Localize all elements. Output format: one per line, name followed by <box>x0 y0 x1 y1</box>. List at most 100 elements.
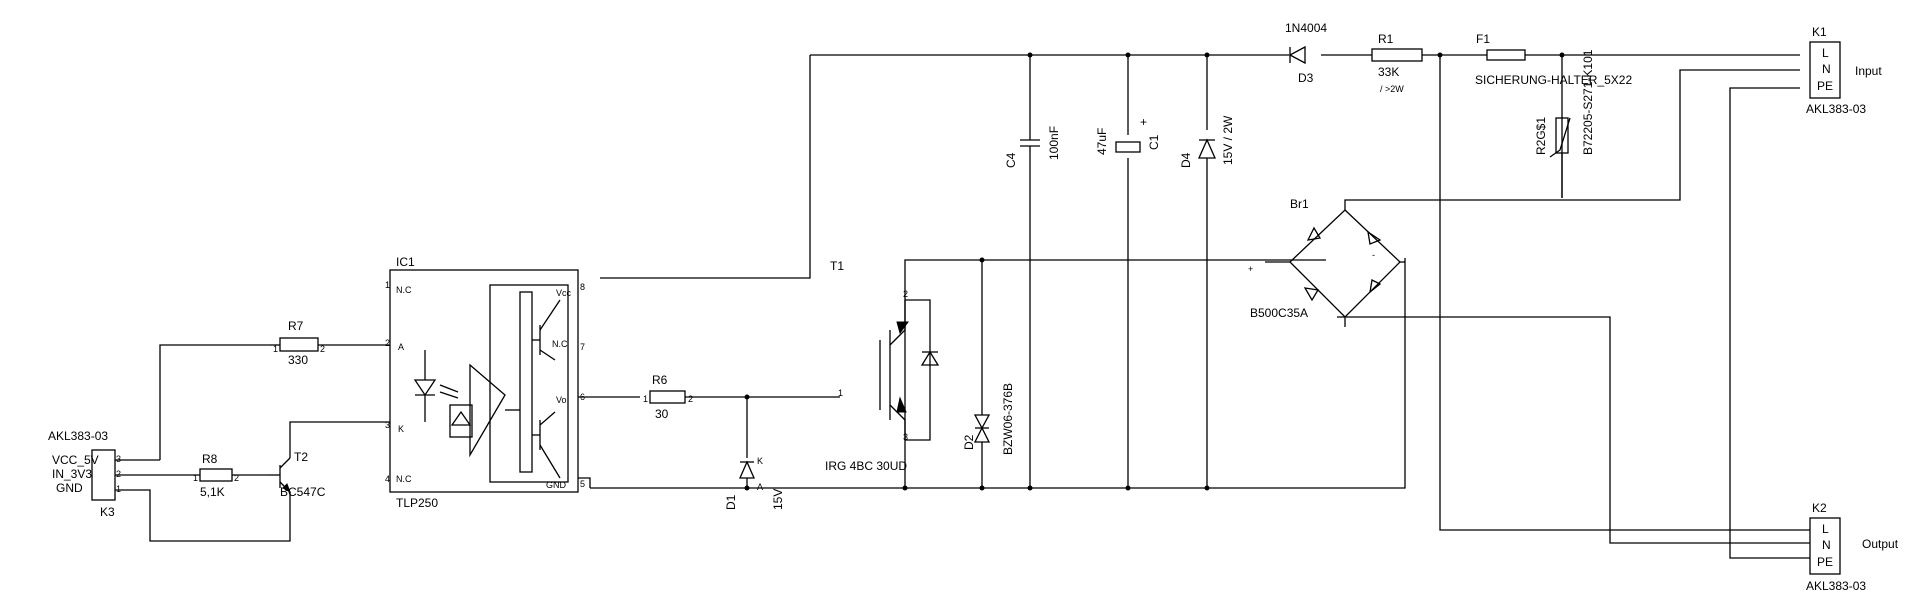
bridge-br1: Br1 B500C35A + - <box>1248 197 1405 320</box>
svg-text:3: 3 <box>385 420 390 430</box>
k3-pin-gnd: GND <box>56 481 83 495</box>
k2-ref: K2 <box>1812 501 1827 515</box>
resistor-r7: R7 330 1 2 <box>270 319 325 367</box>
t1-ref: T1 <box>830 259 844 273</box>
fuse-f1: F1 SICHERUNG-HALTER_5X22 <box>1475 32 1632 87</box>
k1-pin-n: N <box>1822 62 1831 76</box>
d1-ref: D1 <box>724 494 738 510</box>
r6-ref: R6 <box>652 373 668 387</box>
svg-text:7: 7 <box>580 342 585 352</box>
svg-text:4: 4 <box>385 474 390 484</box>
ic1-pin7: N.C <box>552 339 568 349</box>
diode-d3: 1N4004 D3 <box>1285 21 1327 85</box>
connector-k1: K1 L N PE Input AKL383-03 <box>1806 25 1882 116</box>
k2-pin-pe: PE <box>1817 555 1833 569</box>
svg-text:2: 2 <box>688 394 693 404</box>
svg-text:1: 1 <box>273 344 278 354</box>
r2-value: B72205-S271-K101 <box>1581 49 1595 155</box>
tvs-d2: D2 BZW06-376B <box>962 383 1015 488</box>
k1-ref: K1 <box>1812 25 1827 39</box>
k3-value: AKL383-03 <box>48 429 108 443</box>
ic1-pin4: N.C <box>396 474 412 484</box>
d3-value: 1N4004 <box>1285 21 1327 35</box>
zener-d4: D4 15V / 2W <box>1179 115 1235 168</box>
r8-value: 5,1K <box>200 485 225 499</box>
junctions <box>744 52 1565 491</box>
c4-value: 100nF <box>1047 126 1061 160</box>
t2-value: BC547C <box>280 485 326 499</box>
transistor-t2: T2 BC547C <box>268 450 326 499</box>
svg-text:2: 2 <box>903 289 908 299</box>
r1-ref: R1 <box>1378 32 1394 46</box>
r6-value: 30 <box>655 407 669 421</box>
svg-text:2: 2 <box>320 344 325 354</box>
svg-text:2: 2 <box>234 473 239 483</box>
svg-text:1: 1 <box>116 484 121 494</box>
connector-k2: K2 L N PE Output AKL383-03 <box>1806 501 1899 593</box>
svg-text:1: 1 <box>193 473 198 483</box>
k2-label: Output <box>1862 537 1899 551</box>
svg-text:+: + <box>1248 264 1253 274</box>
k3-pin-vcc: VCC_5V <box>52 453 99 467</box>
svg-text:1: 1 <box>838 388 843 398</box>
r8-ref: R8 <box>202 452 218 466</box>
svg-text:1: 1 <box>385 280 390 290</box>
d4-ref: D4 <box>1179 152 1193 168</box>
c4-ref: C4 <box>1004 152 1018 168</box>
ic1-pin3: K <box>398 424 404 434</box>
svg-text:3: 3 <box>903 432 908 442</box>
k2-pin-l: L <box>1822 522 1829 536</box>
svg-text:-: - <box>1372 250 1375 260</box>
zener-d1: K A D1 15V <box>724 456 785 510</box>
r1-value: 33K <box>1378 65 1399 79</box>
svg-text:2: 2 <box>385 338 390 348</box>
ic1-pin5: GND <box>546 480 567 490</box>
ic1-pin2: A <box>398 342 404 352</box>
capacitor-c1: C1 47uF + <box>1095 115 1161 155</box>
r7-ref: R7 <box>288 319 304 333</box>
d2-ref: D2 <box>962 434 976 450</box>
d1-pin-a: A <box>757 482 763 492</box>
ic1-value: TLP250 <box>396 496 438 510</box>
k3-ref: K3 <box>100 505 115 519</box>
d2-value: BZW06-376B <box>1001 383 1015 455</box>
varistor-r2: R2G$1 B72205-S271-K101 <box>1534 49 1595 198</box>
svg-text:8: 8 <box>580 282 585 292</box>
svg-text:3: 3 <box>116 454 121 464</box>
d4-value: 15V / 2W <box>1221 115 1235 165</box>
igbt-t1: T1 IRG 4BC 30UD 2 3 1 <box>825 259 940 473</box>
ic1-ref: IC1 <box>396 255 415 269</box>
br1-ref: Br1 <box>1290 197 1309 211</box>
d3-ref: D3 <box>1298 71 1314 85</box>
svg-text:1: 1 <box>643 394 648 404</box>
r1-note: / >2W <box>1380 84 1404 94</box>
svg-text:2: 2 <box>116 469 121 479</box>
capacitor-c4: C4 100nF <box>1004 126 1061 168</box>
r2-ref: R2G$1 <box>1534 117 1548 155</box>
ic1-tlp250: IC1 TLP250 N.C A K N.C Vcc N.C Vo GND 1 2… <box>385 255 585 510</box>
k1-pin-pe: PE <box>1817 79 1833 93</box>
svg-text:6: 6 <box>580 392 585 402</box>
svg-text:5: 5 <box>580 479 585 489</box>
d1-value: 15V <box>771 489 785 510</box>
ic1-pin8: Vcc <box>556 288 572 298</box>
resistor-r6: R6 30 1 2 <box>643 373 693 421</box>
t1-value: IRG 4BC 30UD <box>825 459 907 473</box>
t2-ref: T2 <box>294 450 308 464</box>
c1-value: 47uF <box>1095 128 1109 155</box>
f1-value: SICHERUNG-HALTER_5X22 <box>1475 73 1632 87</box>
ic1-pin6: Vo <box>556 395 567 405</box>
r7-value: 330 <box>288 353 308 367</box>
k1-pin-l: L <box>1822 46 1829 60</box>
k2-value: AKL383-03 <box>1806 579 1866 593</box>
d1-pin-k: K <box>757 456 763 466</box>
k2-pin-n: N <box>1822 538 1831 552</box>
ic1-pin1: N.C <box>396 285 412 295</box>
connector-k3: 3 2 1 AKL383-03 VCC_5V IN_3V3 GND K3 <box>48 429 121 519</box>
k3-pin-in: IN_3V3 <box>52 467 92 481</box>
k1-label: Input <box>1855 64 1882 78</box>
f1-ref: F1 <box>1476 32 1490 46</box>
c1-ref: C1 <box>1147 134 1161 150</box>
resistor-r8: R8 5,1K 1 2 <box>193 452 239 499</box>
